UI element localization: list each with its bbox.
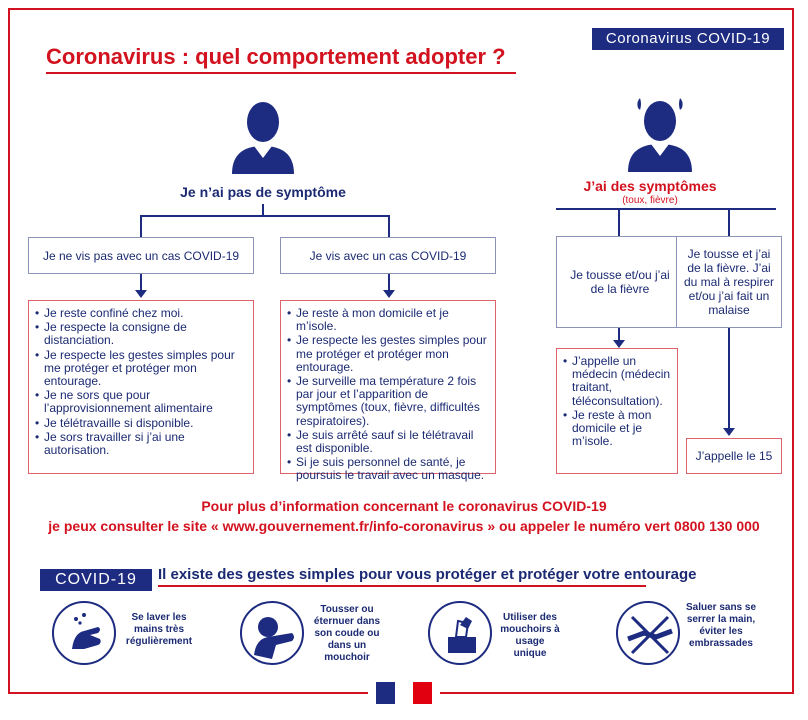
frame-border-right — [792, 8, 794, 694]
info-line-1: Pour plus d’information concernant le co… — [201, 498, 607, 514]
connector — [728, 328, 730, 428]
page-title: Coronavirus : quel comportement adopter … — [46, 44, 506, 69]
frame-border-top — [8, 8, 794, 10]
covid-tag: COVID-19 — [40, 569, 152, 591]
advice-item: Je respecte la consigne de distanciation… — [35, 321, 247, 348]
person-no-symptom-icon — [232, 102, 294, 174]
advice-item: Je respecte les gestes simples pour me p… — [287, 334, 489, 374]
advice-cough: J’appelle un médecin (médecin traitant, … — [556, 348, 678, 474]
case-breathing-box: Je tousse et j’ai de la fièvre. J’ai du … — [676, 236, 782, 328]
info-line-2: je peux consulter le site « www.gouverne… — [48, 518, 760, 534]
advice-item: Je surveille ma température 2 fois par j… — [287, 374, 489, 428]
case-no-covid-box: Je ne vis pas avec un cas COVID-19 — [28, 237, 254, 274]
advice-item: Si je suis personnel de santé, je poursu… — [287, 456, 489, 483]
hand-washing-icon — [52, 601, 116, 665]
advice-item: Je reste confiné chez moi. — [35, 306, 247, 320]
gestes-underline — [158, 585, 646, 587]
geste-text: Saluer sans se serrer la main, éviter le… — [685, 602, 757, 649]
arrow-down-icon — [613, 340, 625, 348]
connector — [728, 208, 730, 236]
no-handshake-icon — [616, 601, 680, 665]
advice-covid: Je reste à mon domicile et je m’isole. J… — [280, 300, 496, 482]
geste-text: Tousser ou éternuer dans son coude ou da… — [313, 604, 381, 663]
header-tag: Coronavirus COVID-19 — [592, 28, 784, 50]
geste-text: Se laver les mains très régulièrement — [125, 612, 193, 647]
gestes-title: Il existe des gestes simples pour vous p… — [158, 566, 697, 583]
tissue-box-icon — [428, 601, 492, 665]
advice-no-covid: Je reste confiné chez moi. Je respecte l… — [28, 300, 254, 474]
connector — [618, 208, 620, 236]
advice-item: Je respecte les gestes simples pour me p… — [35, 348, 247, 389]
arrow-down-icon — [723, 428, 735, 436]
connector — [140, 215, 142, 237]
frame-border-bottom-right — [440, 692, 794, 694]
elbow-cough-icon — [240, 601, 304, 665]
symptom-sublabel: (toux, fièvre) — [622, 195, 678, 206]
title-underline — [46, 72, 516, 74]
advice-item: Je reste à mon domicile et je m’isole. — [563, 408, 671, 449]
connector — [388, 215, 390, 237]
case-cough-box: Je tousse et/ou j’ai de la fièvre — [556, 236, 684, 328]
advice-item: Je ne sors que pour l’approvisionnement … — [35, 389, 247, 416]
geste-text: Utiliser des mouchoirs à usage unique — [500, 612, 560, 659]
connector — [388, 274, 390, 290]
advice-item: Je télétravaille si disponible. — [35, 416, 247, 430]
advice-item: Je sors travailler si j’ai une autorisat… — [35, 430, 247, 457]
case-covid-box: Je vis avec un cas COVID-19 — [280, 237, 496, 274]
call-15-box: J’appelle le 15 — [686, 438, 782, 474]
symptom-label: J’ai des symptômes — [583, 178, 717, 194]
advice-item: Je reste à mon domicile et je m’isole. — [287, 306, 489, 333]
connector — [618, 328, 620, 340]
french-flag-logo — [376, 682, 432, 704]
connector — [556, 208, 776, 210]
arrow-down-icon — [383, 290, 395, 298]
person-symptom-icon — [628, 98, 692, 172]
connector — [140, 215, 390, 217]
arrow-down-icon — [135, 290, 147, 298]
advice-item: Je suis arrêté sauf si le télétravail es… — [287, 428, 489, 455]
no-symptom-label: Je n’ai pas de symptôme — [180, 184, 346, 200]
frame-border-left — [8, 8, 10, 694]
connector — [140, 274, 142, 290]
connector — [262, 204, 264, 216]
frame-border-bottom-left — [8, 692, 368, 694]
advice-item: J’appelle un médecin (médecin traitant, … — [563, 354, 671, 408]
